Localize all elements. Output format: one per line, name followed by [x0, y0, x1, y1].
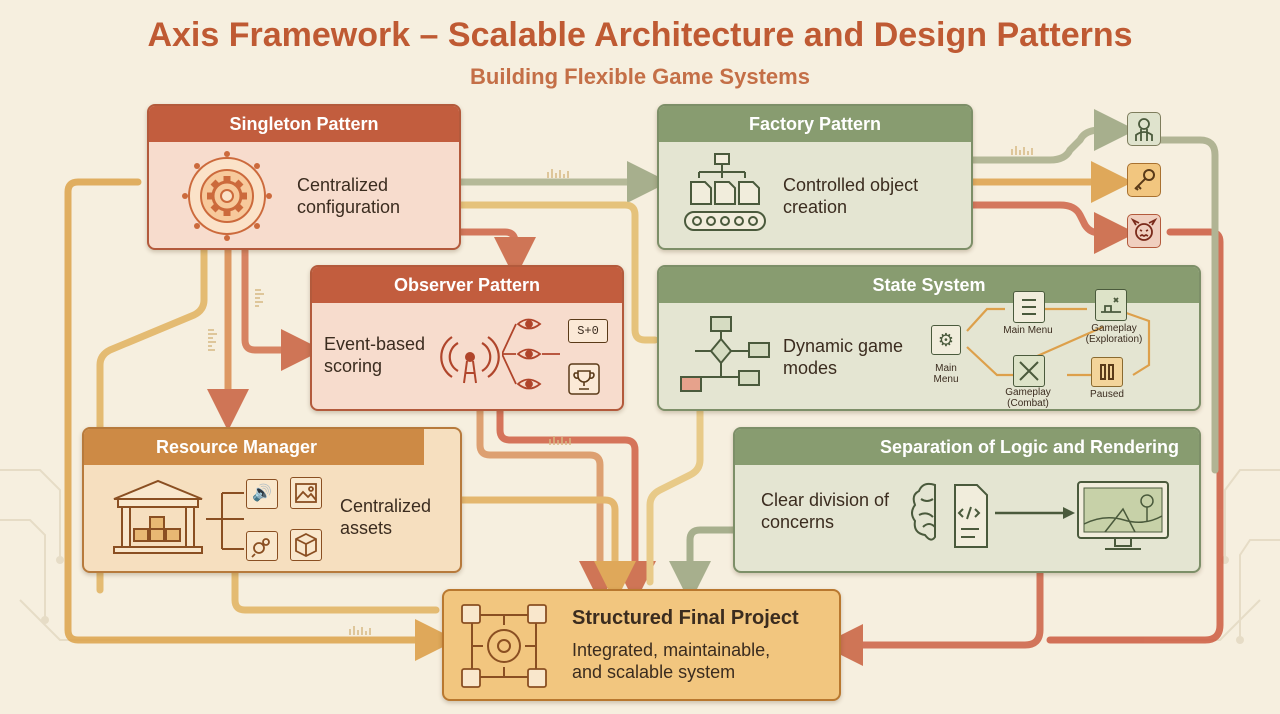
monitor-icon	[1077, 481, 1169, 550]
separation-title: Separation of Logic and Rendering	[735, 429, 1199, 465]
state-exploration-label: Gameplay (Exploration)	[1085, 323, 1143, 345]
factory-title: Factory Pattern	[659, 106, 971, 142]
separation-card: Separation of Logic and Rendering Clear …	[733, 427, 1201, 573]
state-main-menu-left-label: Main Menu	[933, 363, 959, 385]
flowchart-icon	[680, 316, 770, 392]
warehouse-icon	[113, 479, 203, 554]
final-project-title: Structured Final Project	[572, 607, 799, 629]
state-paused-icon	[1091, 357, 1123, 387]
score-display: S+0	[568, 319, 608, 343]
asset-branch-lines	[206, 492, 244, 550]
page-subtitle: Building Flexible Game Systems	[470, 64, 810, 89]
observer-eyes-icon	[502, 318, 560, 390]
state-paused-label: Paused	[1090, 389, 1124, 400]
image-icon	[290, 477, 322, 509]
observer-text: Event-based scoring	[324, 334, 426, 376]
state-combat-label: Gameplay (Combat)	[1005, 387, 1051, 409]
trophy-icon	[568, 363, 600, 395]
resource-manager-text: Centralized assets	[340, 496, 432, 538]
singleton-pattern-card: Singleton Pattern Centralized configurat…	[147, 104, 461, 250]
singleton-title: Singleton Pattern	[149, 106, 459, 142]
state-main-menu-left-icon: ⚙	[931, 325, 961, 355]
brain-icon	[911, 482, 936, 541]
page-title: Axis Framework – Scalable Architecture a…	[147, 16, 1133, 54]
resource-manager-card: Resource Manager 🔊 Centralized assets	[82, 427, 462, 573]
animation-icon	[246, 531, 278, 561]
state-system-text: Dynamic game modes	[783, 336, 904, 378]
observer-pattern-card: Observer Pattern Event-based scoring S+0	[310, 265, 624, 411]
separation-text: Clear division of concerns	[761, 490, 890, 532]
state-combat-icon	[1013, 355, 1045, 387]
resource-manager-title: Resource Manager	[84, 429, 424, 465]
gear-network-icon	[182, 151, 272, 241]
state-main-menu-icon	[1013, 291, 1045, 323]
render-arrow	[995, 507, 1075, 519]
conveyor-factory-icon	[684, 153, 766, 231]
final-project-card: Structured Final Project Integrated, mai…	[442, 589, 841, 701]
factory-text: Controlled object creation	[783, 175, 919, 217]
key-icon	[1127, 163, 1161, 197]
model-cube-icon	[290, 529, 322, 561]
character-icon	[1127, 112, 1161, 146]
monster-icon	[1127, 214, 1161, 248]
state-exploration-icon	[1095, 289, 1127, 321]
integrated-system-icon	[461, 604, 547, 688]
broadcast-antenna-icon	[440, 336, 500, 384]
state-main-menu-label: Main Menu	[1003, 325, 1053, 336]
observer-title: Observer Pattern	[312, 267, 622, 303]
final-project-text: Integrated, maintainable, and scalable s…	[572, 640, 771, 682]
audio-icon: 🔊	[246, 479, 278, 509]
state-system-card: State System Dynamic game modes ⚙ Main M…	[657, 265, 1201, 411]
code-file-icon	[954, 484, 988, 548]
singleton-text: Centralized configuration	[297, 175, 401, 217]
factory-pattern-card: Factory Pattern Controlled object creati…	[657, 104, 973, 250]
